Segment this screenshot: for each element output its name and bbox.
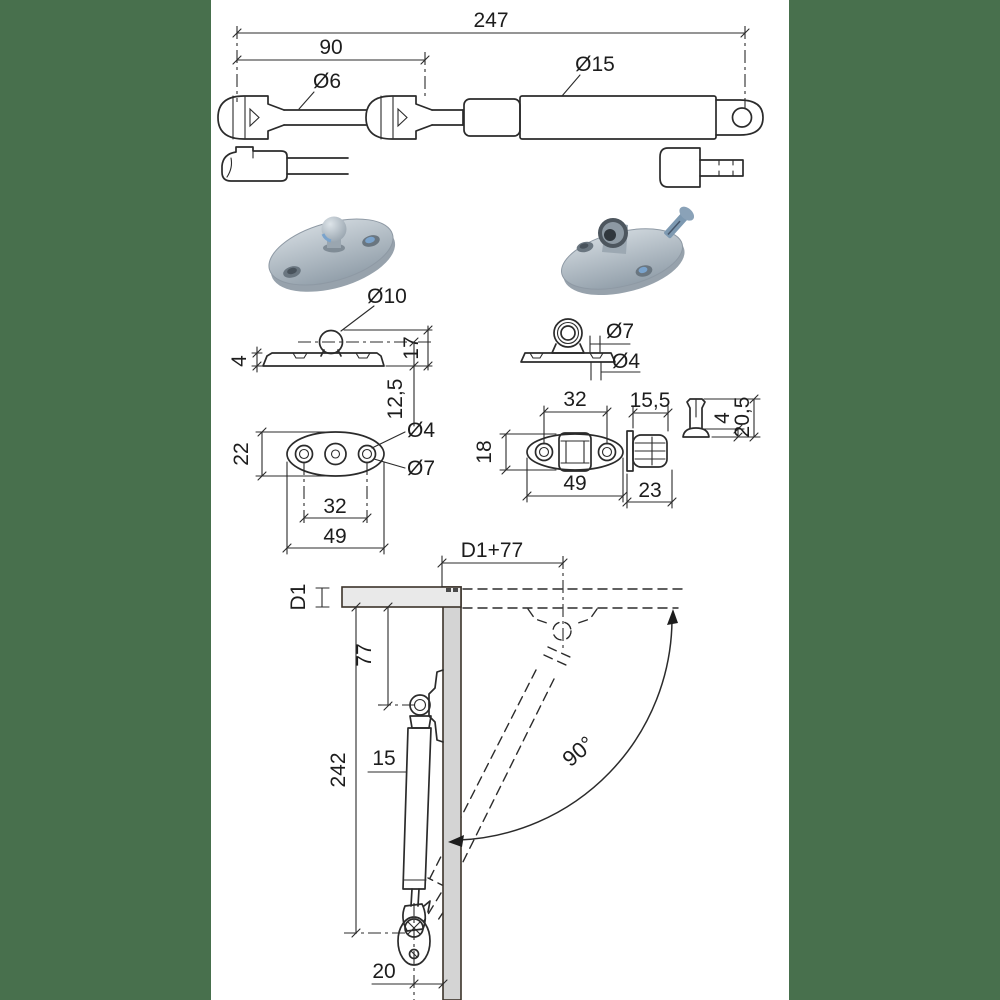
dim-extension: 90 (319, 36, 342, 59)
ball-plate-top-view: 22 Ø4 Ø7 32 49 (230, 419, 435, 555)
dim-pin-head-height: 4 (711, 412, 734, 424)
eyelet-bracket-end-view: 15,5 23 (622, 389, 677, 509)
dim-spring-cylinder-diameter: 15 (372, 747, 395, 770)
gas-spring-side-view: 247 90 Ø6 Ø15 (217, 9, 764, 140)
cabinet-side-panel (442, 586, 462, 1000)
arc-arrow-bottom (448, 835, 464, 847)
pin-detail-view: 4 20,5 (682, 394, 761, 442)
dim-cylinder-diameter: Ø15 (575, 53, 615, 76)
spring-cylinder-closed (402, 727, 432, 890)
dim-plate-width: 22 (230, 442, 253, 465)
dim-eyelet-plate-width: 18 (473, 440, 496, 463)
dim-upper-mount-distance: 77 (353, 643, 376, 666)
lower-ball-mount (397, 916, 431, 966)
eyelet-hole-side (560, 325, 576, 341)
opening-arc (458, 619, 673, 841)
photo-ball-stud-bracket (268, 216, 396, 292)
mounting-plate (262, 352, 385, 367)
threaded-end-detail (659, 147, 701, 188)
eyelet-mounting-plate (520, 352, 616, 363)
ball-socket-clip-detail (221, 146, 288, 182)
upper-bracket-profile (428, 669, 444, 743)
pin-photo (664, 206, 695, 239)
arc-arrow-top (667, 609, 678, 625)
dim-lower-mount-offset: 20 (372, 960, 395, 983)
ball-stud-bracket-side-view: Ø10 4 17 12,5 (228, 285, 433, 427)
end-fitting-details (221, 146, 744, 188)
dim-eyelet-hole-spacing: 32 (563, 388, 586, 411)
dim-hole-spacing: 32 (323, 495, 346, 518)
dim-boss-width: 15,5 (630, 389, 671, 412)
eyelet-bracket-side-view: Ø7 Ø4 (520, 318, 641, 381)
dim-countersink: Ø7 (407, 457, 435, 480)
eyelet-plate-top-view: 32 18 49 (473, 388, 628, 503)
dim-ball-center-height: 12,5 (384, 379, 407, 420)
flap-panel (341, 586, 462, 608)
eyelet-hole (731, 107, 753, 128)
dim-eyelet-hole: Ø4 (612, 350, 640, 373)
dim-overall-length: 247 (473, 9, 508, 32)
photo-eyelet-bracket (560, 206, 695, 296)
paper-area (211, 0, 789, 1000)
dim-rod-diameter: Ø6 (313, 70, 341, 93)
eyelet-end (715, 99, 764, 136)
cylinder-body (519, 95, 717, 140)
spring-eyelet (409, 694, 431, 716)
pin-head (682, 427, 710, 438)
dim-eyelet-plate-length: 49 (563, 472, 586, 495)
dim-pin-length: 20,5 (731, 397, 754, 438)
dim-screw-hole: Ø4 (407, 419, 435, 442)
ball-stud-photo (321, 216, 347, 242)
dim-ball-diameter: Ø10 (367, 285, 407, 308)
dim-overall-depth: 23 (638, 479, 661, 502)
dim-plate-length: 49 (323, 525, 346, 548)
dim-total-height: 17 (400, 336, 423, 359)
dim-open-offset: D1+77 (461, 539, 523, 562)
dim-lower-mount-distance: 242 (327, 752, 350, 787)
dim-flap-thickness: D1 (287, 584, 310, 611)
dim-plate-thickness: 4 (228, 355, 251, 367)
dim-eyelet-countersink: Ø7 (606, 320, 634, 343)
